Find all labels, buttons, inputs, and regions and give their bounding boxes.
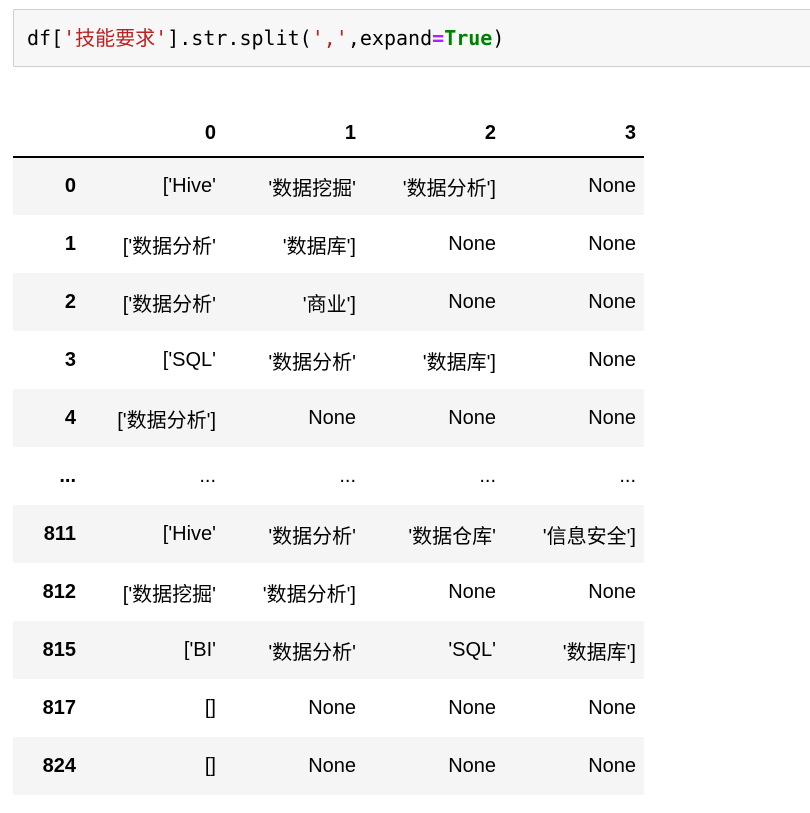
table-cell: ['数据分析']	[117, 409, 216, 432]
table-cell: '信息安全']	[542, 525, 636, 548]
table-row: 815 ['BI' '数据分析' 'SQL' '数据库']	[13, 621, 644, 679]
row-index: 0	[64, 175, 76, 197]
table-cell: None	[588, 232, 636, 255]
table-cell: ...	[479, 464, 496, 487]
table-row: 817 [] None None None	[13, 679, 644, 737]
table-cell: ...	[339, 464, 356, 487]
table-cell: ...	[199, 464, 216, 487]
row-index: 824	[42, 754, 76, 777]
table-cell: '数据分析']	[402, 178, 496, 200]
table-cell: []	[204, 696, 216, 719]
table-cell: 'SQL'	[448, 638, 496, 661]
code-token-plain: ,expand	[347, 26, 433, 50]
table-cell: None	[588, 348, 636, 371]
row-index: 817	[42, 696, 76, 719]
table-cell: '商业']	[302, 293, 356, 316]
row-index: 3	[64, 348, 76, 371]
code-token-string: ','	[311, 26, 348, 50]
table-cell: '数据分析'	[268, 525, 356, 548]
code-line: df['技能要求'].str.split(',',expand=True)	[27, 25, 797, 51]
table-cell: None	[588, 754, 636, 777]
table-row: 0 ['Hive' '数据挖掘' '数据分析'] None	[13, 157, 644, 215]
table-row: 2 ['数据分析' '商业'] None None	[13, 273, 644, 331]
table-cell: '数据库']	[562, 641, 636, 664]
row-index: 2	[64, 290, 76, 313]
table-cell: None	[448, 290, 496, 313]
column-header: 2	[364, 122, 504, 158]
column-header: 3	[504, 122, 644, 158]
table-cell: ['Hive'	[162, 522, 216, 545]
table-cell: ['数据挖掘'	[122, 583, 216, 606]
table-cell: '数据分析'	[268, 641, 356, 664]
table-cell: None	[308, 754, 356, 777]
table-cell: ['数据分析'	[122, 293, 216, 316]
row-index: 812	[42, 580, 76, 603]
table-cell: None	[308, 696, 356, 719]
table-cell: '数据分析'	[268, 351, 356, 374]
table-cell: '数据仓库'	[408, 525, 496, 548]
table-cell: None	[448, 232, 496, 255]
table-cell: '数据库']	[422, 351, 496, 374]
table-row: 812 ['数据挖掘' '数据分析'] None None	[13, 563, 644, 621]
row-index: ...	[59, 464, 76, 487]
code-token-string: '技能要求'	[63, 26, 168, 50]
table-cell: None	[588, 696, 636, 719]
code-token-plain: df[	[27, 26, 64, 50]
row-index: 4	[64, 406, 76, 429]
table-cell: '数据分析']	[262, 583, 356, 606]
column-header: 1	[224, 122, 364, 158]
table-cell: None	[588, 175, 636, 197]
table-cell: None	[308, 406, 356, 429]
table-row: 1 ['数据分析' '数据库'] None None	[13, 215, 644, 273]
row-index: 811	[43, 522, 76, 545]
table-cell: '数据挖掘'	[268, 178, 356, 200]
table-cell: ['SQL'	[162, 348, 216, 371]
index-header-blank	[13, 122, 84, 158]
table-cell: None	[448, 696, 496, 719]
row-index: 815	[42, 638, 76, 661]
table-cell: ['Hive'	[162, 175, 216, 197]
code-token-plain: )	[492, 26, 505, 50]
table-cell: None	[448, 406, 496, 429]
table-body: 0 ['Hive' '数据挖掘' '数据分析'] None 1 ['数据分析' '数据库…	[13, 157, 644, 795]
table-row: 811 ['Hive' '数据分析' '数据仓库' '信息安全']	[13, 505, 644, 563]
table-cell: None	[448, 754, 496, 777]
code-cell[interactable]: df['技能要求'].str.split(',',expand=True)	[13, 9, 810, 67]
code-token-operator: =	[432, 26, 445, 50]
table-cell: None	[448, 580, 496, 603]
table-cell: ...	[619, 464, 636, 487]
table-cell: ['BI'	[183, 638, 216, 661]
table-cell: []	[204, 754, 216, 777]
table-cell: ['数据分析'	[122, 235, 216, 258]
column-header: 0	[84, 122, 224, 158]
row-index: 1	[64, 232, 76, 255]
table-cell: None	[588, 290, 636, 313]
table-cell: '数据库']	[282, 235, 356, 258]
table-row: ... ............	[13, 447, 644, 505]
code-token-keyword: True	[444, 26, 493, 50]
table-cell: None	[588, 580, 636, 603]
table-row: 3 ['SQL' '数据分析' '数据库'] None	[13, 331, 644, 389]
table-row: 824 [] None None None	[13, 737, 644, 795]
code-token-plain: ].str.split(	[167, 26, 312, 50]
table-row: 4 ['数据分析'] None None None	[13, 389, 644, 447]
table-cell: None	[588, 406, 636, 429]
